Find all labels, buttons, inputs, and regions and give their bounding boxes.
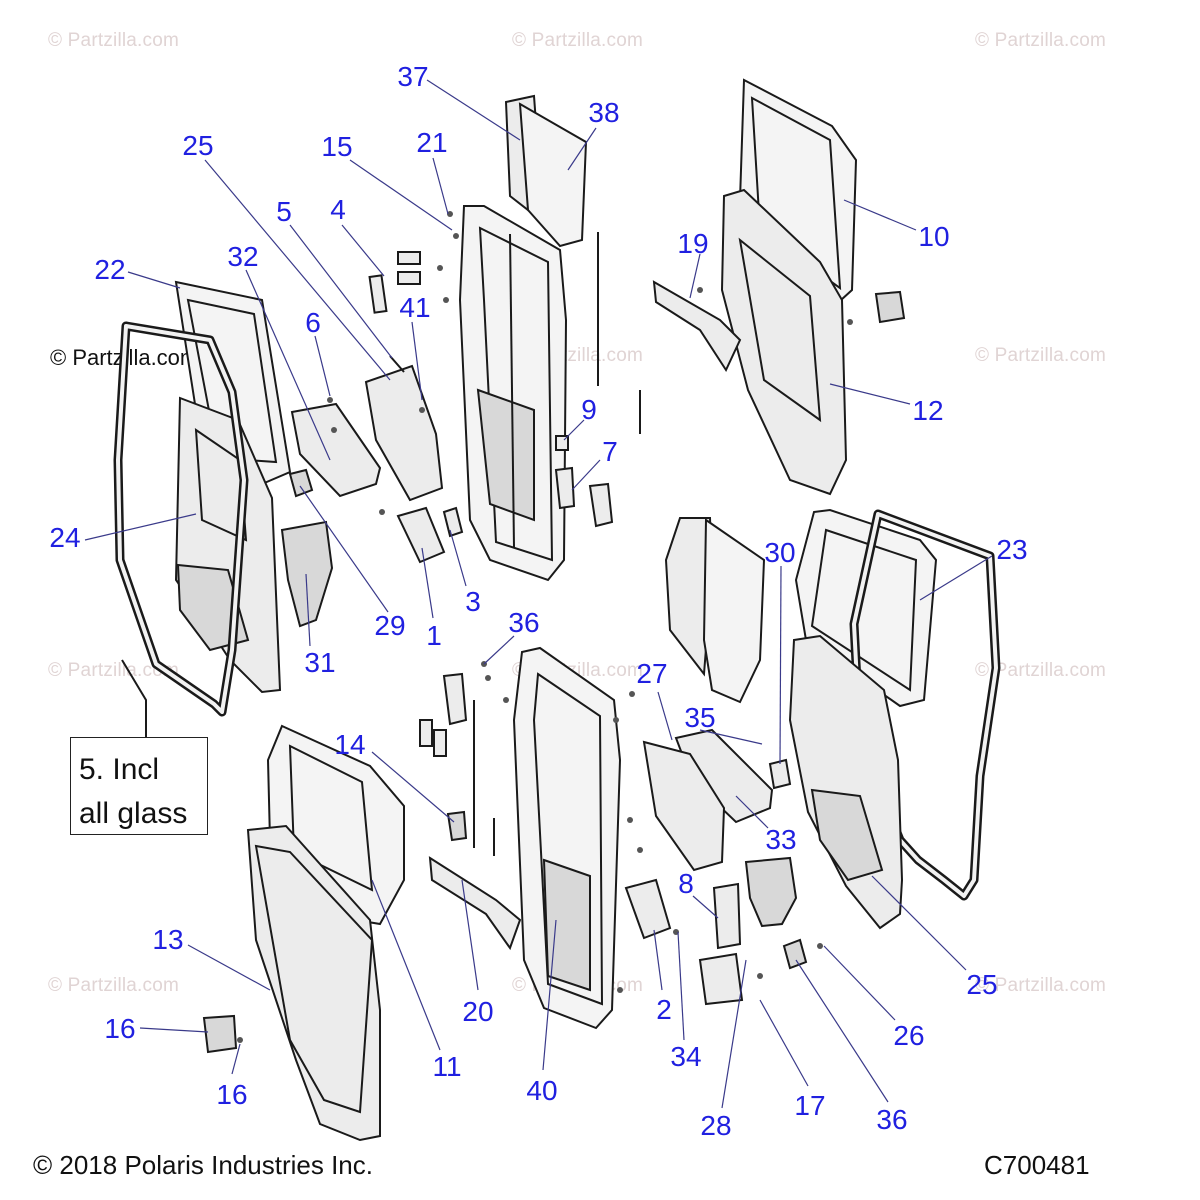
part-latch-body bbox=[698, 952, 744, 1006]
watermark: © Partzilla.com bbox=[975, 660, 1107, 681]
part-stop-a bbox=[419, 719, 433, 747]
part-pad bbox=[874, 290, 906, 324]
watermark: © Partzilla.com bbox=[975, 975, 1107, 996]
watermark: © Partzilla.com bbox=[48, 975, 180, 996]
callout-6: 6 bbox=[305, 307, 321, 338]
note-line-1: 5. Incl bbox=[79, 753, 160, 786]
hardware-screws bbox=[237, 211, 853, 1043]
callout-9: 9 bbox=[581, 394, 597, 425]
watermark: © Partzilla.com bbox=[975, 345, 1107, 366]
part-40-door-frame bbox=[512, 646, 622, 1030]
callout-40: 40 bbox=[526, 1075, 558, 1106]
callout-3: 3 bbox=[465, 586, 481, 617]
part-4-pin bbox=[368, 274, 388, 314]
callout-18: 19 bbox=[677, 228, 709, 259]
callout-16b: 16 bbox=[216, 1079, 248, 1110]
callout-5: 5 bbox=[276, 196, 292, 227]
callout-19: 20 bbox=[462, 996, 494, 1027]
note-box: 5. Incl all glass bbox=[70, 737, 208, 835]
callout-23: 24 bbox=[49, 522, 81, 553]
part-2-plate bbox=[624, 878, 672, 940]
part-13-door-panel bbox=[246, 824, 381, 1142]
callout-10: 10 bbox=[918, 221, 950, 252]
callout-34: 34 bbox=[670, 1041, 702, 1072]
part-7-latch-body bbox=[588, 482, 614, 528]
callout-27: 27 bbox=[636, 658, 668, 689]
part-4-block bbox=[397, 251, 421, 265]
part-1-hinge-plate bbox=[396, 506, 446, 564]
callout-20: 21 bbox=[416, 127, 448, 158]
callout-35: 35 bbox=[684, 702, 716, 733]
callout-31: 31 bbox=[304, 647, 336, 678]
callout-26: 26 bbox=[893, 1020, 925, 1051]
callout-25: 25 bbox=[182, 130, 214, 161]
part-19-trim bbox=[428, 856, 522, 951]
callout-30: 30 bbox=[764, 537, 796, 568]
leader-lines bbox=[84, 79, 993, 1109]
callout-36: 36 bbox=[876, 1104, 908, 1135]
callout-38: 37 bbox=[397, 61, 429, 92]
part-29-handle bbox=[288, 468, 314, 498]
copyright-text: © 2018 Polaris Industries Inc. bbox=[33, 1150, 373, 1180]
callout-7: 7 bbox=[602, 436, 618, 467]
callout-12: 12 bbox=[912, 395, 944, 426]
part-glass-lower-a bbox=[664, 517, 714, 677]
note-line-2: all glass bbox=[79, 797, 188, 830]
part-hinge-lower bbox=[442, 672, 468, 726]
watermark: © Partzilla.com bbox=[48, 660, 180, 681]
callout-14: 14 bbox=[334, 729, 366, 760]
watermark: © Partzilla.com bbox=[975, 30, 1107, 51]
callout-1: 1 bbox=[426, 620, 442, 651]
callout-16a: 16 bbox=[104, 1013, 136, 1044]
part-30-clip bbox=[768, 758, 792, 790]
watermark: © Partzilla.com bbox=[512, 30, 644, 51]
part-8-latch bbox=[712, 882, 742, 950]
watermark: © Partzilla.com bbox=[48, 30, 180, 51]
callout-8: 8 bbox=[678, 868, 694, 899]
callout-2: 2 bbox=[656, 994, 672, 1025]
callout-13: 13 bbox=[152, 924, 184, 955]
part-storage-pocket-lower bbox=[744, 856, 798, 928]
callout-24: 25 bbox=[966, 969, 998, 1000]
callout-17: 17 bbox=[794, 1090, 826, 1121]
part-39-glass bbox=[518, 102, 588, 248]
part-stop-b bbox=[433, 729, 447, 757]
part-32-bracket bbox=[290, 402, 382, 498]
part-27-regulator bbox=[642, 740, 726, 872]
callout-33: 33 bbox=[765, 824, 797, 855]
callout-11: 11 bbox=[432, 1051, 462, 1082]
callout-37: 36 bbox=[508, 607, 540, 638]
callout-32: 32 bbox=[227, 241, 259, 272]
callout-29: 29 bbox=[374, 610, 406, 641]
part-14-bumper bbox=[446, 810, 468, 842]
diagram-code: C700481 bbox=[984, 1150, 1090, 1180]
part-36-spring bbox=[782, 938, 808, 970]
callout-4: 4 bbox=[330, 194, 346, 225]
callout-22: 23 bbox=[996, 534, 1028, 565]
part-3-clip bbox=[442, 506, 464, 538]
callout-28: 28 bbox=[700, 1110, 732, 1141]
callout-21: 22 bbox=[94, 254, 126, 285]
part-25-regulator bbox=[364, 364, 444, 502]
part-18-bracket bbox=[652, 280, 742, 373]
part-7-latch-plate bbox=[554, 466, 576, 510]
callout-39: 38 bbox=[588, 97, 620, 128]
callout-15: 15 bbox=[321, 131, 353, 162]
part-31-storage-pocket bbox=[280, 520, 334, 628]
callout-41: 41 bbox=[399, 292, 431, 323]
part-glass-lower-b bbox=[702, 518, 766, 704]
part-16-handle bbox=[202, 1014, 238, 1054]
part-4-block-b bbox=[397, 271, 421, 285]
